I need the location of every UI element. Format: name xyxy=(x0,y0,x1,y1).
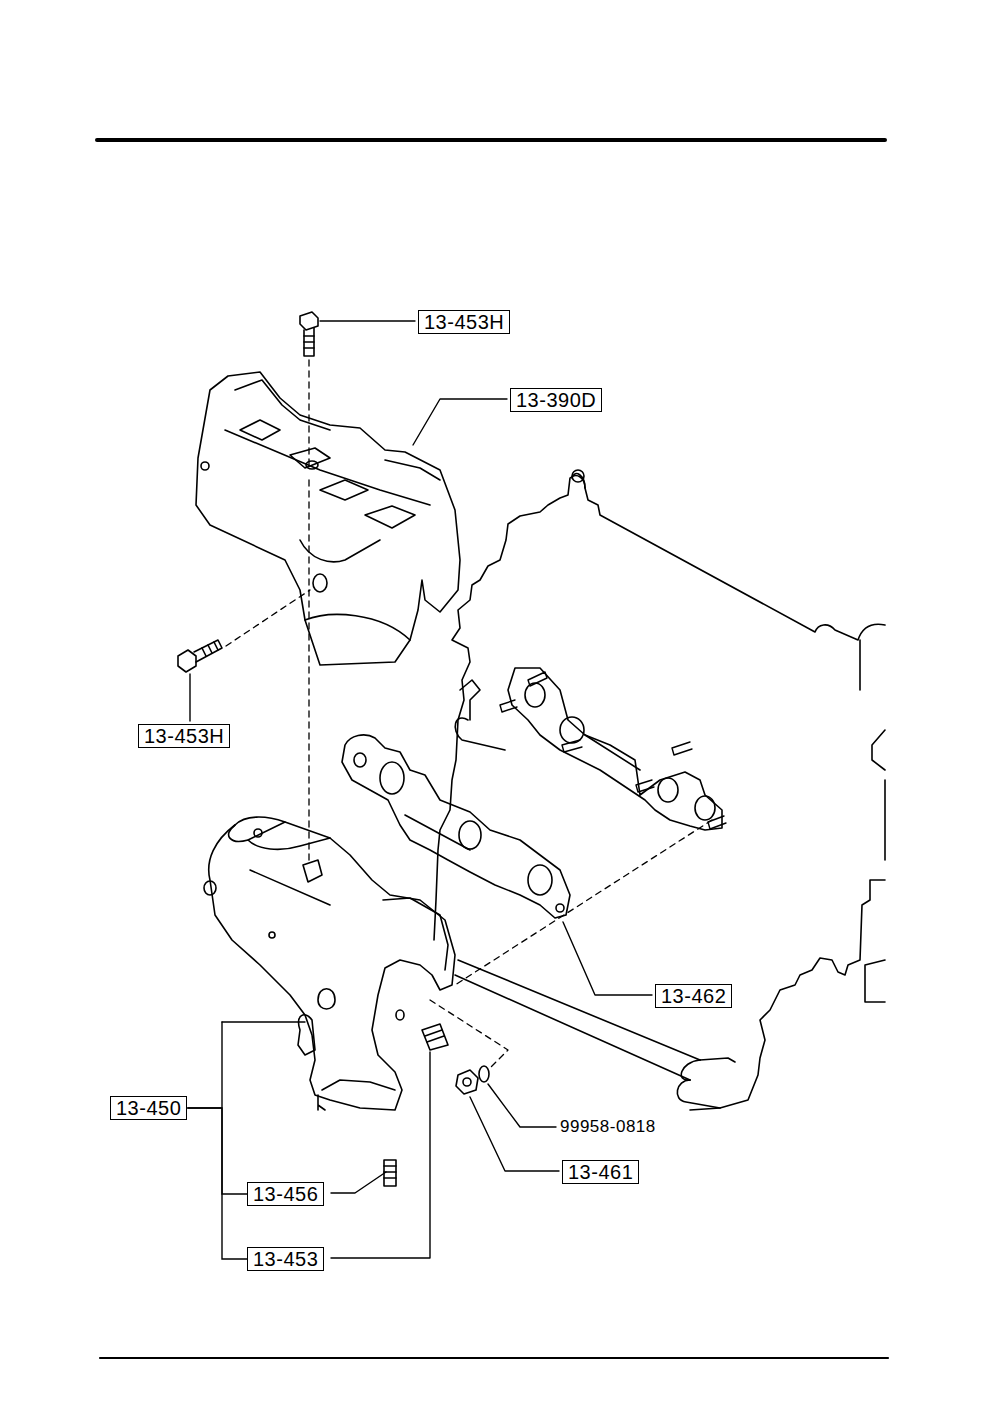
callout-box: 13-450 xyxy=(110,1096,187,1120)
callout-number: 13-456 xyxy=(253,1183,318,1205)
part-number: 99958-0818 xyxy=(558,1117,658,1137)
callout-number: 13-390D xyxy=(516,389,596,411)
callout-box: 13-453H xyxy=(418,310,510,334)
callout-box: 13-462 xyxy=(655,984,732,1008)
callout-box: 13-456 xyxy=(247,1182,324,1206)
callout-number: 13-450 xyxy=(116,1097,181,1119)
bracket-line xyxy=(187,1108,247,1194)
bracket-line xyxy=(187,1108,247,1259)
callout-box: 13-453H xyxy=(138,724,230,748)
callout-number: 13-453 xyxy=(253,1248,318,1270)
callout-number: 13-453H xyxy=(424,311,504,333)
callout-number: 13-461 xyxy=(568,1161,633,1183)
callout-box: 13-461 xyxy=(562,1160,639,1184)
callout-box: 13-453 xyxy=(247,1247,324,1271)
callout-box: 13-390D xyxy=(510,388,602,412)
callout-number: 13-453H xyxy=(144,725,224,747)
callout-number: 13-462 xyxy=(661,985,726,1007)
